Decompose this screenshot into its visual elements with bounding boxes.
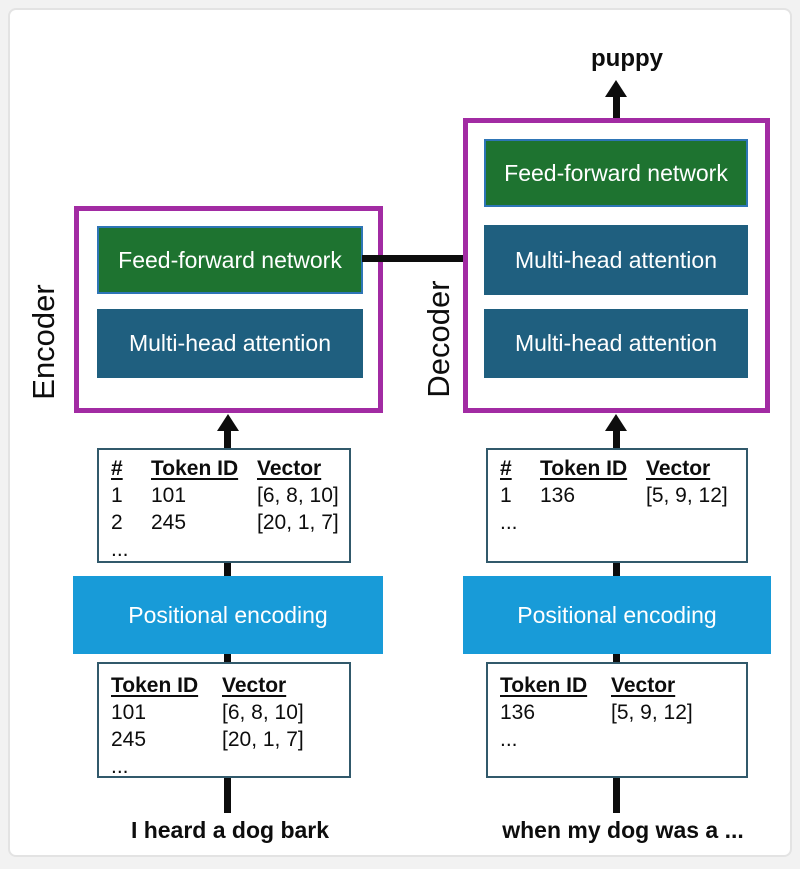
decoder-output-arrow-shaft — [613, 95, 620, 118]
table-header-row: # Token ID Vector — [111, 455, 349, 482]
decoder-feed-forward-layer: Feed-forward network — [484, 139, 748, 207]
column-header-token-id: Token ID — [500, 674, 588, 697]
column-header-token-id: Token ID — [151, 457, 239, 480]
cell-vector: [20, 1, 7] — [222, 728, 304, 751]
decoder-multi-head-attention-label-1: Multi-head attention — [514, 246, 717, 273]
encoder-to-decoder-arrow-shaft — [362, 255, 465, 262]
table-header-row: Token ID Vector — [111, 672, 349, 699]
table-ellipsis-row: ... — [500, 726, 746, 753]
column-header-vector: Vector — [646, 457, 711, 480]
decoder-output-arrow-head — [605, 80, 627, 97]
column-header-index: # — [111, 457, 123, 480]
decoder-multi-head-attention-label-2: Multi-head attention — [514, 330, 717, 356]
decoder-multi-head-attention-layer-2: Multi-head attention — [484, 309, 748, 378]
column-header-token-id: Token ID — [111, 674, 199, 697]
column-header-token-id: Token ID — [540, 457, 628, 480]
encoder-connector-line — [224, 563, 231, 577]
cell-token-id: 245 — [111, 728, 147, 751]
table-row: 136 [5, 9, 12] — [500, 699, 746, 726]
cell-vector: [6, 8, 10] — [222, 701, 304, 724]
decoder-input-text: when my dog was a ... — [502, 817, 744, 843]
encoder-embedding-table: # Token ID Vector 1 101 [6, 8, 10] 2 245… — [97, 448, 351, 563]
encoder-positional-encoding-box: Positional encoding — [73, 576, 383, 654]
ellipsis: ... — [111, 755, 129, 778]
cell-vector: [20, 1, 7] — [257, 511, 339, 534]
decoder-embedding-table: # Token ID Vector 1 136 [5, 9, 12] ... — [486, 448, 748, 563]
ellipsis: ... — [500, 511, 518, 534]
cell-index: 1 — [500, 484, 512, 507]
decoder-output-word: puppy — [591, 45, 663, 72]
cell-vector: [5, 9, 12] — [646, 484, 728, 507]
encoder-input-arrow-head — [217, 414, 239, 431]
decoder-input-arrow-head — [605, 414, 627, 431]
encoder-input-line — [224, 778, 231, 813]
decoder-connector-line — [613, 654, 620, 663]
cell-token-id: 101 — [151, 484, 187, 507]
table-row: 101 [6, 8, 10] — [111, 699, 349, 726]
cell-token-id: 101 — [111, 701, 147, 724]
cell-vector: [6, 8, 10] — [257, 484, 339, 507]
table-row: 245 [20, 1, 7] — [111, 726, 349, 753]
cell-token-id: 245 — [151, 511, 187, 534]
decoder-input-arrow-shaft — [613, 430, 620, 448]
decoder-label: Decoder — [421, 280, 456, 398]
encoder-input-text: I heard a dog bark — [130, 817, 330, 843]
decoder-feed-forward-label: Feed-forward network — [504, 159, 728, 186]
column-header-vector: Vector — [222, 674, 287, 697]
table-header-row: Token ID Vector — [500, 672, 746, 699]
column-header-vector: Vector — [257, 457, 322, 480]
table-ellipsis-row: ... — [111, 536, 349, 563]
decoder-token-table: Token ID Vector 136 [5, 9, 12] ... — [486, 662, 748, 778]
encoder-positional-encoding-label: Positional encoding — [128, 601, 328, 628]
encoder-multi-head-attention-label: Multi-head attention — [128, 330, 331, 356]
ellipsis: ... — [500, 728, 518, 751]
column-header-vector: Vector — [611, 674, 676, 697]
table-row: 1 101 [6, 8, 10] — [111, 482, 349, 509]
encoder-input-arrow-shaft — [224, 430, 231, 448]
encoder-connector-line — [224, 654, 231, 663]
ellipsis: ... — [111, 538, 129, 561]
decoder-positional-encoding-box: Positional encoding — [463, 576, 771, 654]
cell-vector: [5, 9, 12] — [611, 701, 693, 724]
cell-index: 1 — [111, 484, 123, 507]
cell-index: 2 — [111, 511, 123, 534]
table-row: 1 136 [5, 9, 12] — [500, 482, 746, 509]
encoder-multi-head-attention-layer: Multi-head attention — [97, 309, 363, 378]
table-ellipsis-row: ... — [500, 509, 746, 536]
table-header-row: # Token ID Vector — [500, 455, 746, 482]
decoder-positional-encoding-label: Positional encoding — [517, 601, 717, 628]
encoder-label: Encoder — [26, 284, 61, 400]
table-row: 2 245 [20, 1, 7] — [111, 509, 349, 536]
cell-token-id: 136 — [500, 701, 536, 724]
encoder-feed-forward-label: Feed-forward network — [118, 246, 342, 273]
column-header-index: # — [500, 457, 512, 480]
encoder-token-table: Token ID Vector 101 [6, 8, 10] 245 [20, … — [97, 662, 351, 778]
encoder-feed-forward-layer: Feed-forward network — [97, 226, 363, 294]
decoder-input-line — [613, 778, 620, 813]
table-ellipsis-row: ... — [111, 753, 349, 780]
decoder-multi-head-attention-layer-1: Multi-head attention — [484, 225, 748, 295]
decoder-connector-line — [613, 563, 620, 577]
cell-token-id: 136 — [540, 484, 576, 507]
